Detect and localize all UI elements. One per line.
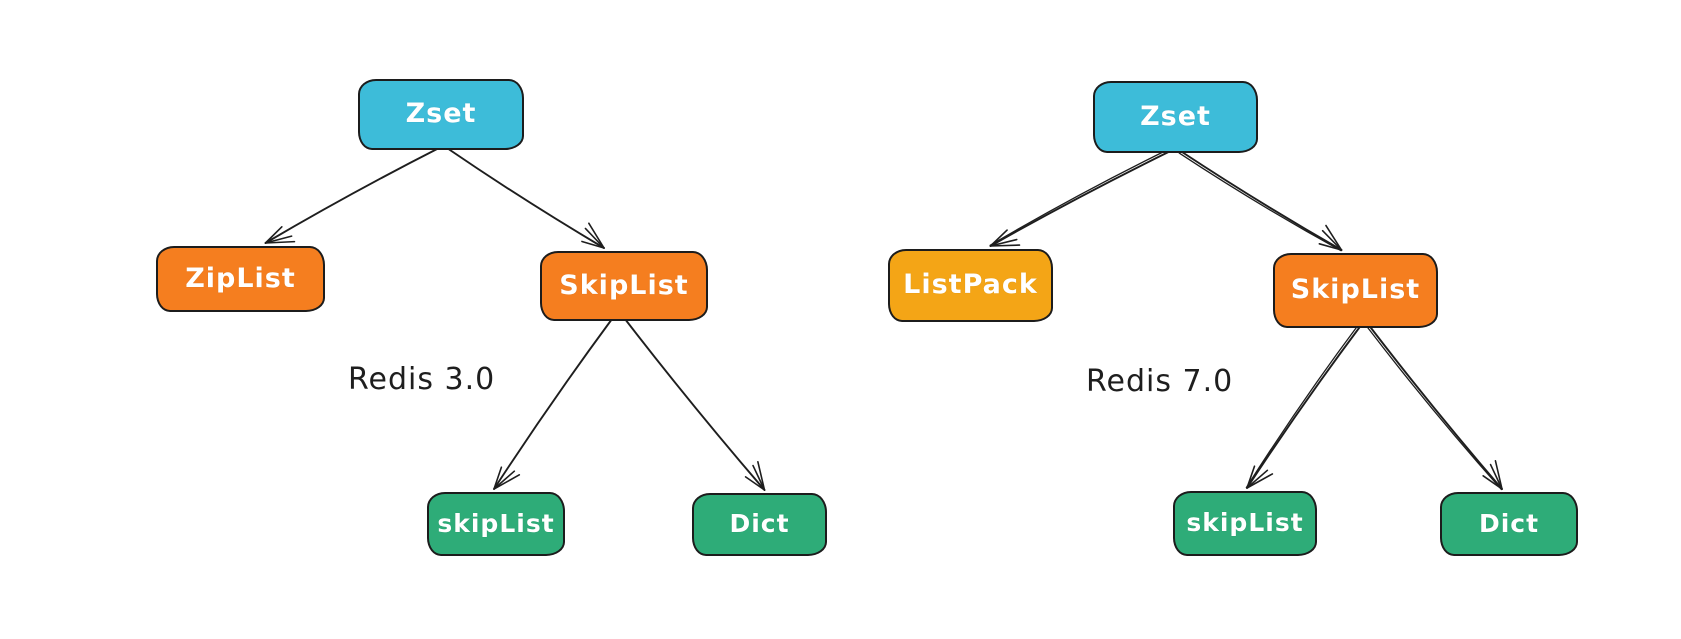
node-listpack-redis7: ListPack [888, 249, 1053, 322]
node-zset-redis3: Zset [358, 79, 524, 150]
node-label: SkipList [1290, 274, 1421, 305]
version-label-redis-7-0: Redis 7.0 [1086, 364, 1234, 399]
node-label: skipList [437, 508, 555, 538]
node-label: Dict [1478, 508, 1540, 538]
node-label: skipList [1186, 508, 1304, 537]
arrow-t0-skiplist-to-t0-dict [624, 318, 766, 491]
node-label: ZipList [185, 262, 296, 294]
arrow-t1-zset-to-t1-skiplist [1178, 150, 1343, 252]
node-zset-redis7: Zset [1093, 81, 1258, 153]
node-label: Zset [1140, 100, 1211, 132]
node-dict-redis7: Dict [1440, 492, 1578, 556]
arrow-t0-zset-to-t0-ziplist [264, 147, 440, 244]
arrow-t1-skiplist-to-t1-dict [1366, 325, 1503, 491]
node-skiplist-redis3: SkipList [540, 251, 708, 321]
arrow-t0-skiplist-to-t0-skiplist-impl [493, 318, 613, 490]
node-label: Dict [729, 509, 790, 538]
node-skiplist-impl-redis7: skipList [1173, 491, 1317, 556]
arrow-t1-zset-to-t1-listpack [989, 148, 1172, 247]
node-skiplist-redis7: SkipList [1273, 253, 1438, 328]
node-label: ListPack [903, 269, 1038, 300]
node-label: Zset [405, 98, 477, 129]
version-label-redis-3-0: Redis 3.0 [348, 362, 496, 397]
node-skiplist-impl-redis3: skipList [427, 492, 565, 556]
node-dict-redis3: Dict [692, 493, 827, 556]
node-ziplist-redis3: ZipList [156, 246, 325, 312]
arrow-t0-zset-to-t0-skiplist [446, 147, 605, 249]
node-label: SkipList [559, 269, 689, 301]
arrow-t1-skiplist-to-t1-skiplist-impl [1245, 323, 1362, 489]
